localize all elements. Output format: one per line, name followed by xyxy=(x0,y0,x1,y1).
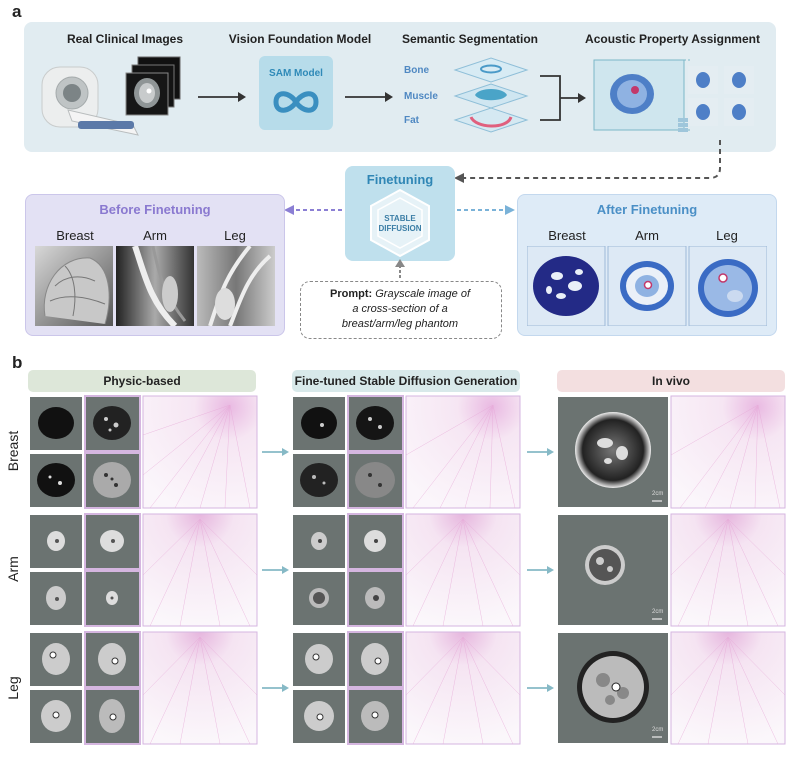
diffusion-label: DIFFUSION xyxy=(378,224,422,233)
header-finetuned: Fine-tuned Stable Diffusion Generation xyxy=(292,370,520,392)
row-leg xyxy=(28,631,786,745)
row-breast xyxy=(28,395,786,509)
arrow-to-after xyxy=(457,205,515,215)
prompt-line1: Grayscale image of xyxy=(375,288,470,300)
stage-semantic-segmentation: Semantic Segmentation xyxy=(401,32,539,46)
layer-label-muscle: Muscle xyxy=(404,91,438,102)
panel-b-grid xyxy=(28,395,786,745)
arrow-to-sam xyxy=(198,92,246,102)
arrow-to-before xyxy=(284,205,342,215)
panel-a-label: a xyxy=(12,2,22,21)
panel-b-label: b xyxy=(12,353,23,372)
arrow-prompt-up xyxy=(395,259,405,278)
segmentation-layers-illustration xyxy=(453,57,529,133)
header-physic-based: Physic-based xyxy=(28,370,256,392)
finetuning-title: Finetuning xyxy=(366,172,434,187)
before-label-leg: Leg xyxy=(224,228,246,243)
merge-arrow xyxy=(540,75,586,121)
before-finetuning-title: Before Finetuning xyxy=(99,202,211,217)
scale-bar-leg: 2cm xyxy=(652,727,664,733)
after-finetuning-images xyxy=(527,246,767,326)
stable-diffusion-hexagon-icon xyxy=(370,188,430,258)
before-label-breast: Breast xyxy=(56,228,94,243)
layer-label-fat: Fat xyxy=(404,115,419,126)
after-label-arm: Arm xyxy=(635,228,659,243)
prompt-label: Prompt: xyxy=(330,288,373,300)
after-label-breast: Breast xyxy=(548,228,586,243)
stable-label: STABLE xyxy=(384,214,416,223)
prompt-line2: a cross-section of a xyxy=(352,303,448,315)
stage-vision-foundation-model: Vision Foundation Model xyxy=(228,32,372,46)
stage-acoustic-property-assignment: Acoustic Property Assignment xyxy=(585,32,760,46)
scale-bar-arm: 2cm xyxy=(652,609,664,615)
stage-real-clinical-images: Real Clinical Images xyxy=(66,32,184,46)
infinity-logo-icon xyxy=(273,91,319,113)
arrow-to-segmentation xyxy=(345,92,393,102)
before-finetuning-images xyxy=(35,246,275,326)
layer-label-bone: Bone xyxy=(404,65,429,76)
prompt-box xyxy=(300,281,502,339)
before-label-arm: Arm xyxy=(143,228,167,243)
feedback-arrow xyxy=(454,140,721,183)
sam-model-label: SAM Model xyxy=(269,68,323,79)
scale-bar-breast: 2cm xyxy=(652,491,664,497)
after-finetuning-title: After Finetuning xyxy=(596,202,698,217)
prompt-text: Prompt: Grayscale image of a cross-secti… xyxy=(300,287,500,332)
ct-scanner-illustration xyxy=(41,56,181,136)
sam-model-box xyxy=(259,56,333,130)
prompt-line3: breast/arm/leg phantom xyxy=(341,318,459,330)
after-label-leg: Leg xyxy=(716,228,738,243)
header-in-vivo: In vivo xyxy=(557,370,785,392)
row-arm xyxy=(28,513,786,627)
acoustic-assignment-illustration xyxy=(593,59,754,132)
